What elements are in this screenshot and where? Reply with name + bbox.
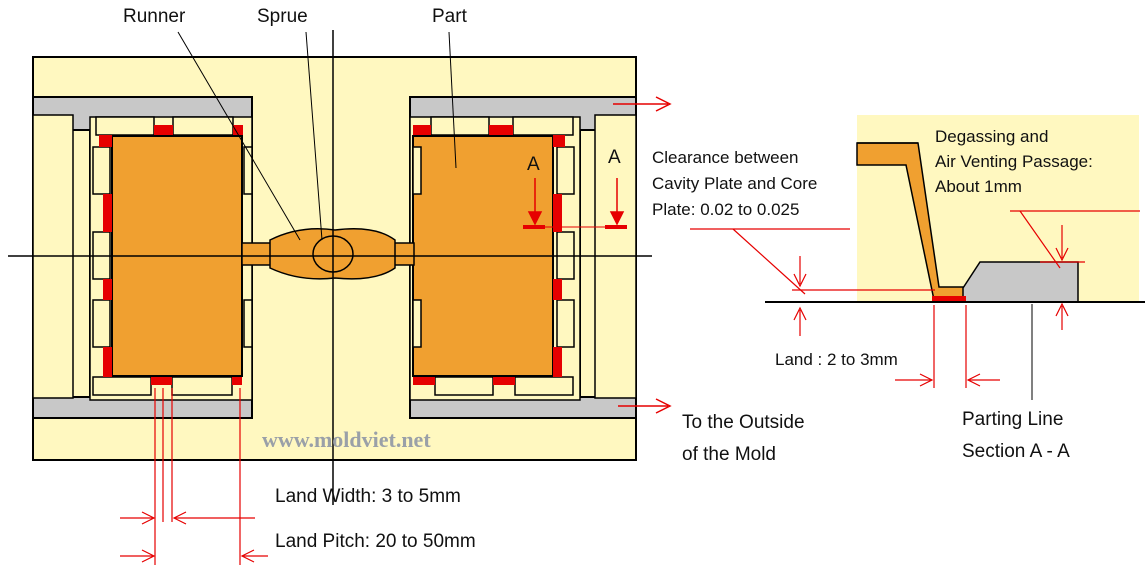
degassing-dimension	[1010, 210, 1140, 330]
section-mark-a	[523, 178, 627, 229]
outside-label: To the Outside of the Mold	[682, 412, 810, 465]
land-pitch-label: Land Pitch: 20 to 50mm	[275, 531, 476, 552]
clearance-line-3: Plate: 0.02 to 0.025	[652, 200, 799, 219]
land-marks-right	[413, 125, 565, 385]
runner-label: Runner	[123, 6, 186, 27]
land-dimension	[895, 305, 1000, 388]
section-mark-label-2: A	[608, 147, 621, 168]
vent-lands-right	[412, 116, 575, 396]
runner-leader	[177, 31, 301, 241]
degassing-label: Degassing and Air Venting Passage: About…	[935, 127, 1098, 196]
land-width-label: Land Width: 3 to 5mm	[275, 486, 461, 507]
section-a-a-label: Section A - A	[962, 441, 1070, 462]
land-dimensions	[120, 388, 268, 565]
clearance-line-2: Cavity Plate and Core	[652, 174, 817, 193]
watermark: www.moldviet.net	[262, 427, 431, 452]
sprue-leader	[305, 31, 323, 241]
land-mark	[932, 296, 966, 303]
section-a-a-view: Clearance between Cavity Plate and Core …	[652, 115, 1145, 462]
degassing-line-3: About 1mm	[935, 177, 1022, 196]
parting-line-label: Parting Line	[962, 409, 1063, 430]
outside-arrows	[613, 96, 672, 414]
part-leader	[448, 31, 457, 169]
vent-lands-left	[92, 116, 253, 396]
land-label: Land : 2 to 3mm	[775, 350, 898, 369]
outside-label-line-1: To the Outside	[682, 412, 805, 433]
degassing-line-2: Air Venting Passage:	[935, 152, 1093, 171]
outside-label-line-2: of the Mold	[682, 444, 776, 465]
clearance-dimension	[690, 228, 935, 336]
degassing-line-1: Degassing and	[935, 127, 1048, 146]
mold-plan-view: Runner Sprue Part A A www.moldviet.net L…	[8, 6, 810, 565]
sprue-label: Sprue	[257, 6, 308, 27]
part-label: Part	[432, 6, 468, 27]
clearance-label: Clearance between Cavity Plate and Core …	[652, 148, 822, 219]
parting-label: Parting Line Section A - A	[962, 409, 1070, 462]
clearance-line-1: Clearance between	[652, 148, 798, 167]
vent-land-block	[962, 261, 1079, 303]
section-mark-label-1: A	[527, 154, 540, 175]
land-marks-left	[99, 125, 243, 385]
